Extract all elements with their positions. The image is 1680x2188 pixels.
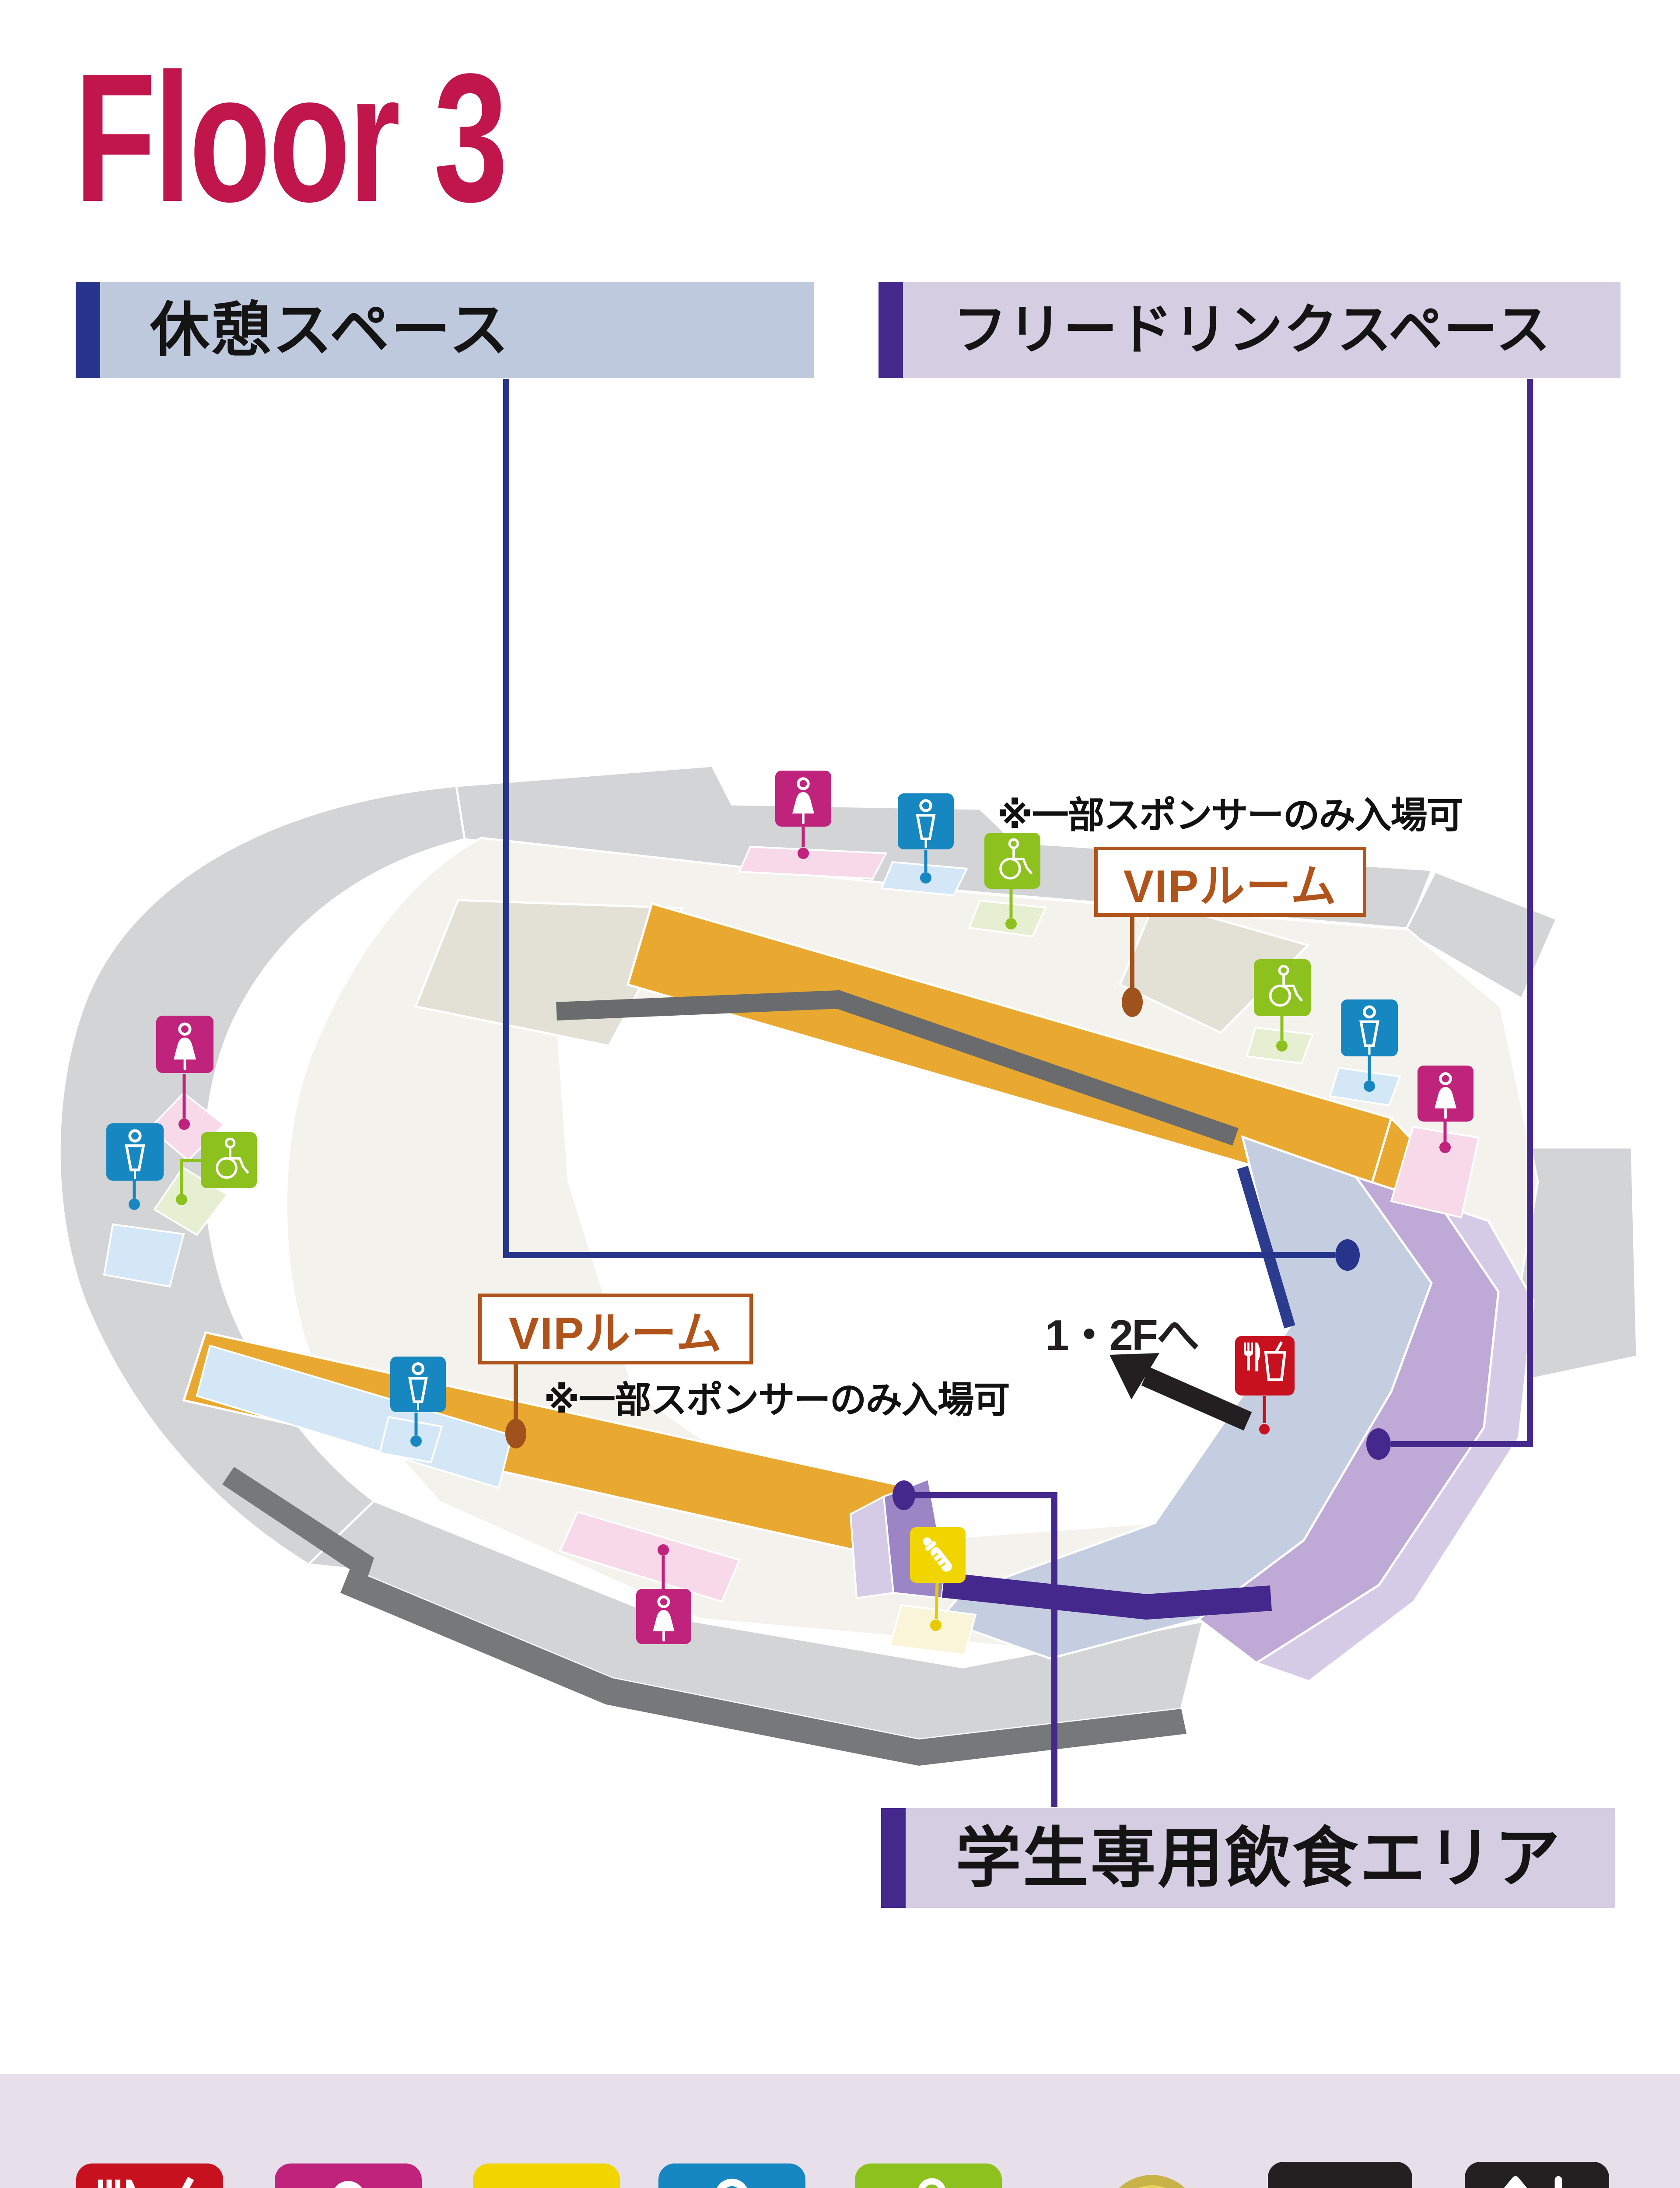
free-drink-label: フリードリンクスペース [953,300,1551,360]
vip-left-dot [505,1419,526,1448]
facility-patches [103,845,1480,1656]
leader-lines [503,379,1533,1807]
vip-top-dot [1122,987,1143,1017]
rest-space-accent-bar [76,282,100,378]
female-toilet-icon [1418,1066,1474,1153]
free-drink-header: フリードリンクスペース [878,282,1620,378]
to-floors-label: 1・2Fへ [1045,1311,1200,1359]
vip-room-label-left: VIPルーム [478,1294,753,1364]
multipurpose-toilet-icon [176,1132,257,1205]
legend-panel [0,2074,1680,2188]
rest-space-dot [1335,1239,1360,1271]
inner-edge-shadow [556,990,1239,1146]
sponsor-note-left: ※一部スポンサーのみ入場可 [544,1379,1010,1420]
male-toilet-icon [106,1123,164,1210]
facility-icons [106,771,1474,1644]
student-dining-band [942,1572,1272,1620]
student-dining-label: 学生専用飲食エリア [956,1821,1562,1895]
inner-edge-navy [1237,1166,1295,1329]
student-dining-dot [892,1480,915,1510]
vip-room-label-top: VIPルーム [1094,847,1366,917]
sponsor-note-top: ※一部スポンサーのみ入場可 [997,795,1463,836]
student-dining-accent-bar [881,1808,906,1908]
multipurpose-toilet-icon [984,833,1040,929]
student-dining-header: 学生専用飲食エリア [881,1808,1615,1908]
male-toilet-icon [390,1357,446,1447]
male-toilet-icon [898,793,954,884]
free-drink-accent-bar [878,282,903,378]
page-title: Floor 3 [74,35,508,240]
rest-space-leader [503,379,1335,1258]
free-drink-dot [1366,1428,1391,1460]
male-toilet-icon [1341,999,1398,1092]
rest-space-label: 休憩スペース [150,297,511,363]
to-floors-arrow [1110,1353,1252,1431]
female-toilet-icon [636,1544,691,1644]
food-allowed-icon [1235,1336,1295,1434]
female-toilet-icon [775,771,831,859]
female-toilet-icon [156,1016,214,1130]
rest-space-header: 休憩スペース [76,282,814,378]
free-drink-leader [1391,379,1533,1447]
student-dining-wedge-light [849,1495,895,1599]
multipurpose-toilet-icon [1254,959,1311,1052]
student-dining-leader [915,1492,1057,1807]
nursing-room-icon [910,1527,966,1631]
map-3d-edges [222,1467,1186,1766]
